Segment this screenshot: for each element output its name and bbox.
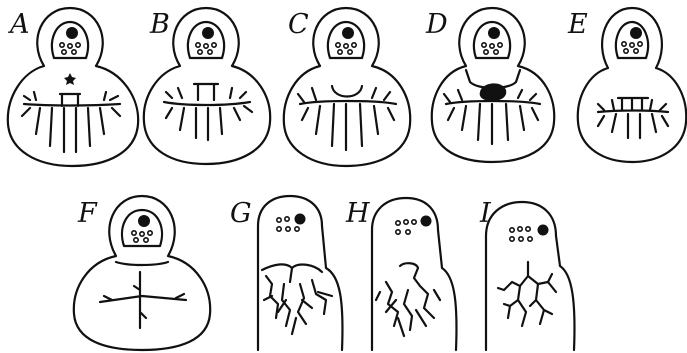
nucleus [630,27,642,39]
panel-a: A [7,8,138,166]
nucleus [202,27,214,39]
nucleus [66,27,78,39]
panel-h: H [345,198,456,350]
nucleus [295,214,306,225]
nucleus [342,27,354,39]
nucleus [138,215,150,227]
panel-e: E [567,8,686,162]
vein-pattern [598,98,668,138]
panel-label: C [288,9,309,40]
panel-label: A [7,9,30,40]
body-outline [486,202,574,350]
panel-b: B [144,8,270,164]
panel-i: I [479,198,574,350]
panel-label: G [230,198,252,229]
nucleus [488,27,500,39]
nucleus [421,216,432,227]
panel-label: I [479,198,492,229]
panel-label: E [567,9,588,40]
vein-pattern [22,92,120,152]
star-mark [64,73,76,85]
panel-label: H [345,198,370,229]
inner-head-outline [616,22,648,58]
panel-label: B [149,9,170,40]
vein-pattern [498,262,556,326]
nucleus [538,225,549,236]
panel-g: G [230,196,342,350]
vein-pattern [376,263,440,336]
panel-label: F [77,198,98,229]
panel-label: D [425,9,448,40]
panel-d: D [425,8,554,162]
panel-c: C [284,8,410,166]
vein-pattern [164,84,252,140]
central-blob [480,83,507,100]
vein-pattern [298,86,396,150]
vein-pattern [100,262,186,328]
vein-pattern [262,264,332,334]
panel-f: F [74,196,210,350]
